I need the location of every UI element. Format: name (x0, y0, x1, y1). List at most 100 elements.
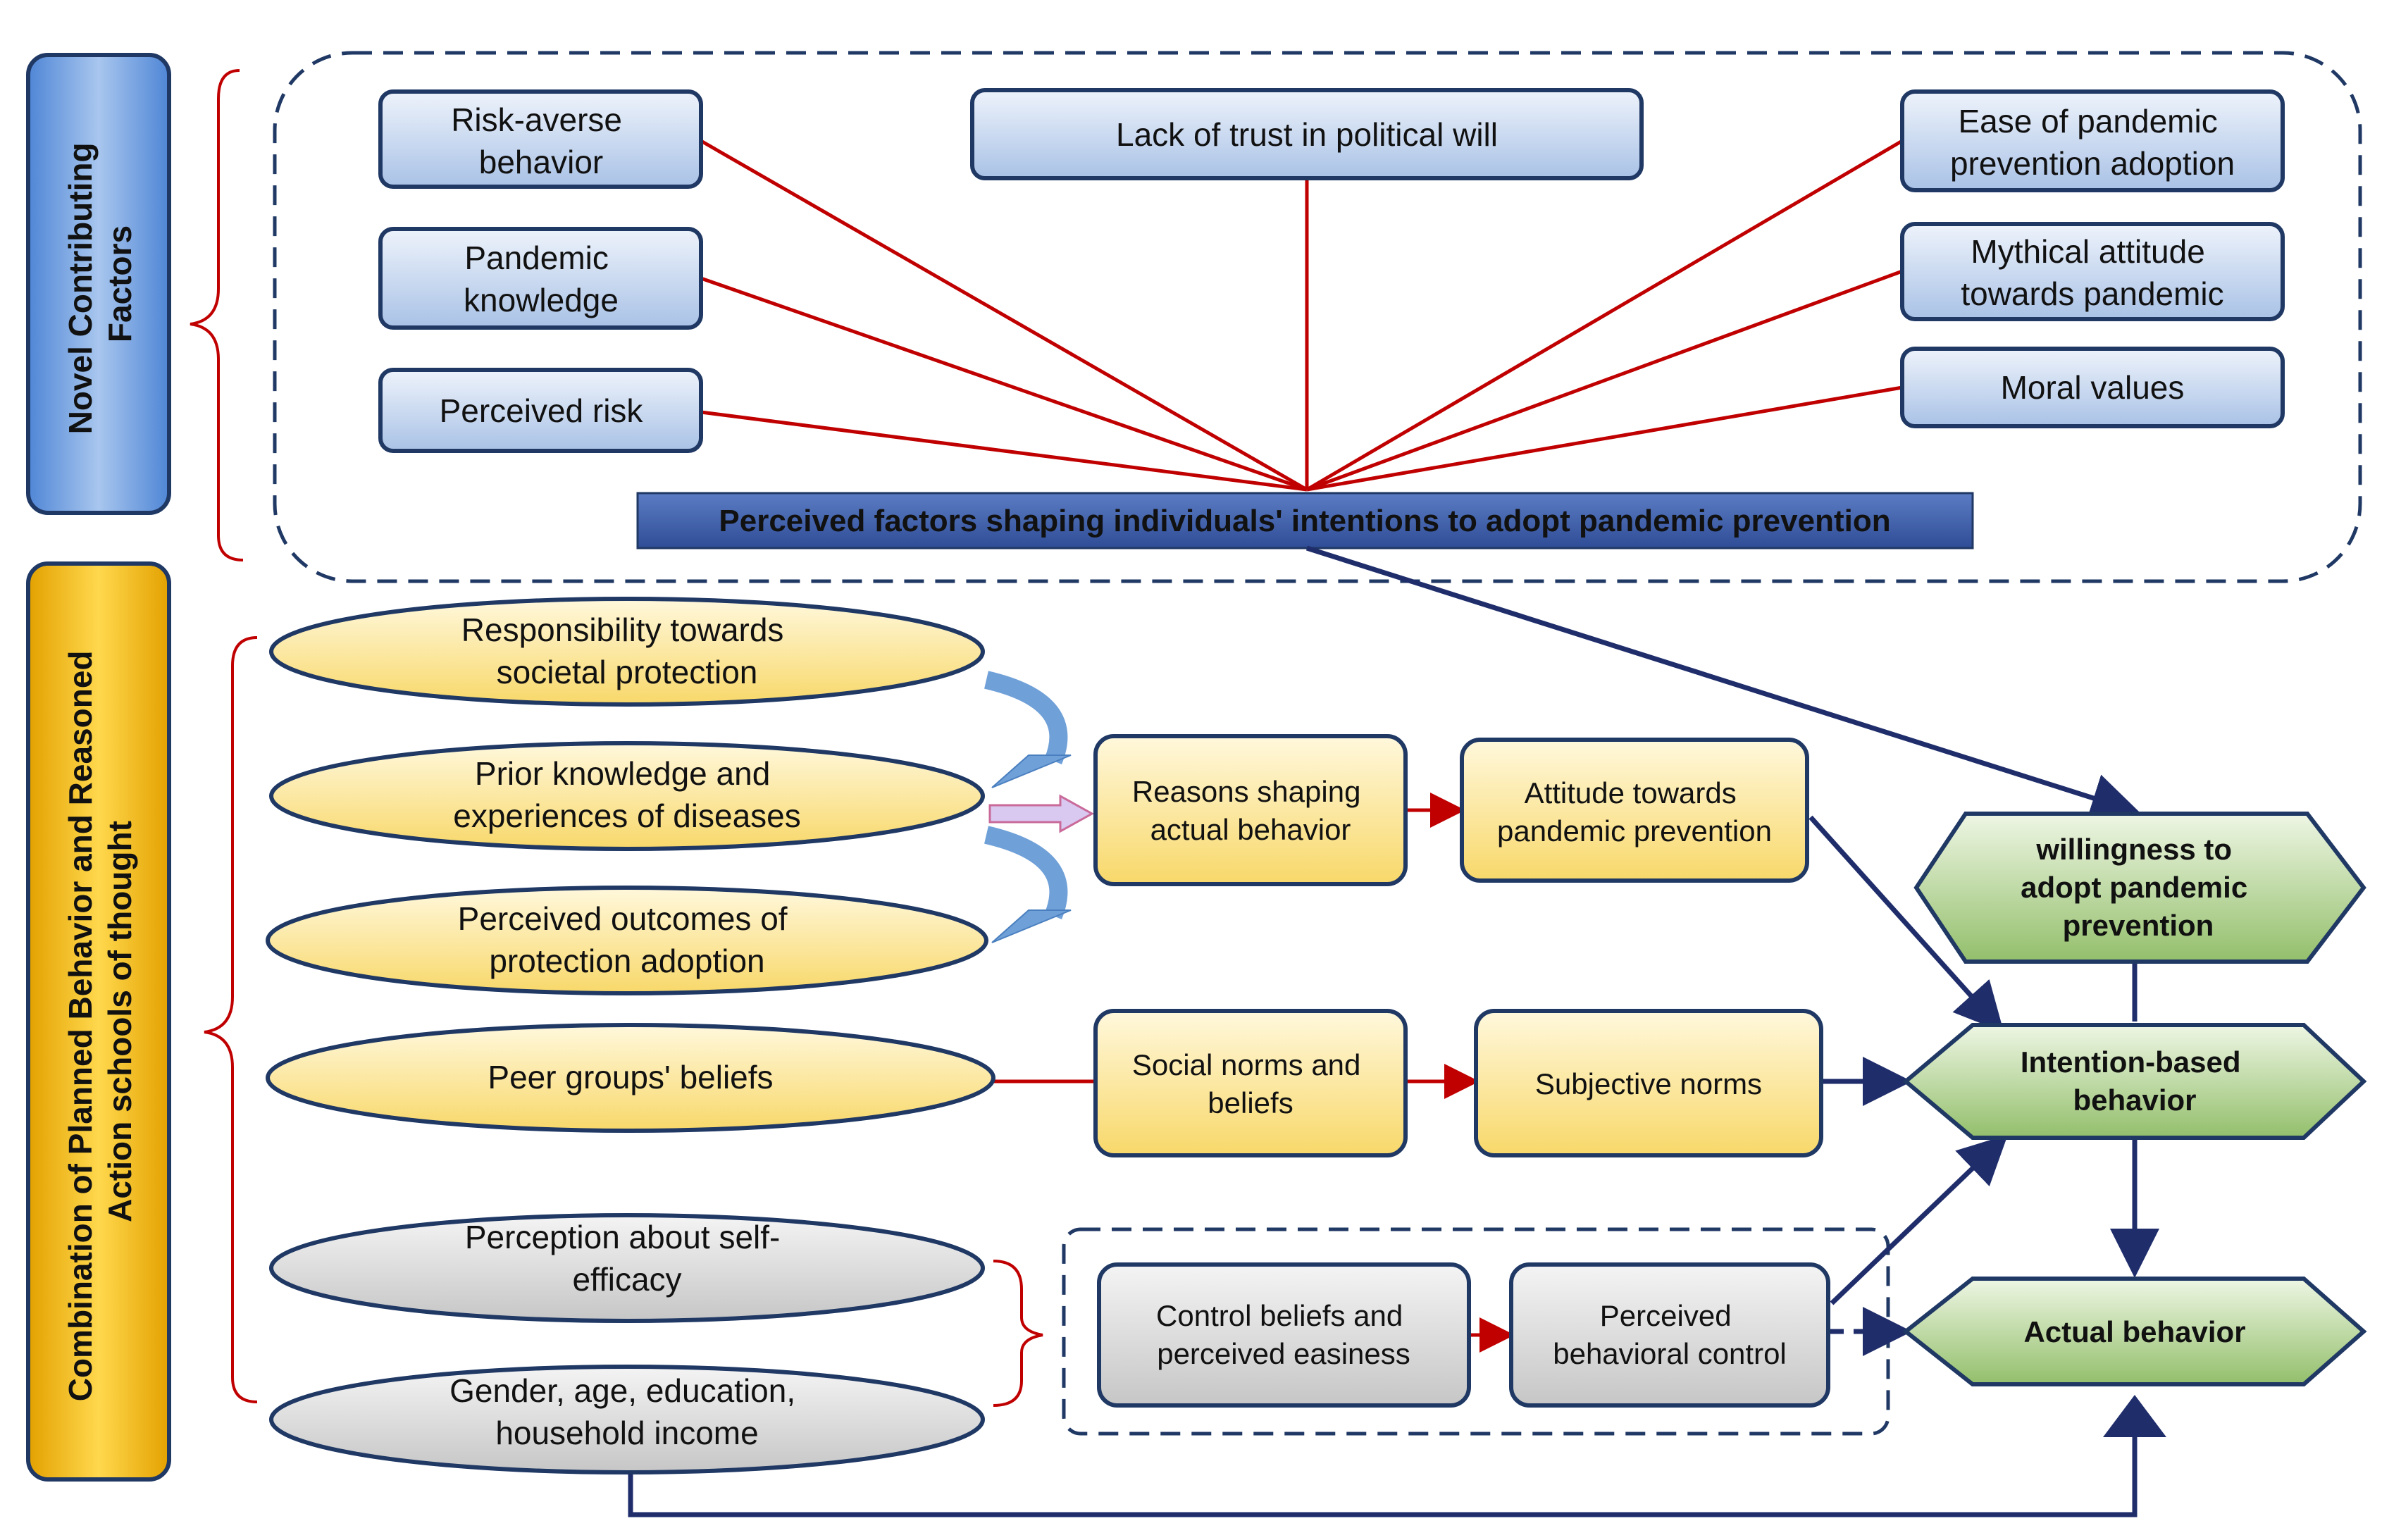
ellipse-peer-groups: Peer groups' beliefs (266, 1023, 995, 1133)
risk-averse-line-2: behavior (479, 144, 603, 180)
curved-arrows (984, 671, 1095, 943)
responsibility-line-2: societal protection (497, 654, 758, 690)
box-perceived-risk: Perceived risk (378, 368, 703, 453)
pandemic-knowledge-line-1: Pandemic (464, 240, 609, 276)
responsibility-line-1: Responsibility towards (461, 611, 784, 648)
novel-brace (190, 69, 244, 561)
svg-text:Control beliefs and perc: Control beliefs and perceived easiness (1156, 1299, 1411, 1370)
combination-brace (204, 636, 258, 1403)
intention-line-1: Intention-based (2021, 1045, 2241, 1079)
svg-text:Perception about self- e: Perception about self- efficacy (465, 1219, 789, 1298)
svg-text:Social norms and beliefs: Social norms and beliefs (1132, 1048, 1369, 1119)
social-norms-line-2: beliefs (1208, 1086, 1293, 1119)
perceived-outcomes-line-2: protection adoption (489, 943, 764, 979)
box-perceived-control: Perceived behavioral control (1509, 1262, 1830, 1408)
ellipse-perceived-outcomes: Perceived outcomes of protection adoptio… (266, 886, 988, 995)
reasons-shaping-line-1: Reasons shaping (1132, 775, 1361, 808)
demographics-to-actual-arrowhead (2103, 1395, 2166, 1437)
attitude-line-2: pandemic prevention (1497, 814, 1772, 847)
ellipse-prior-knowledge: Prior knowledge and experiences of disea… (269, 741, 985, 851)
novel-side-line-2: Factors (101, 225, 138, 342)
perceived-control-line-2: behavioral control (1553, 1337, 1787, 1370)
social-norms-line-1: Social norms and (1132, 1048, 1361, 1081)
box-attitude: Attitude towards pandemic prevention (1460, 738, 1809, 883)
svg-text:Moral values: Moral values (2001, 369, 2185, 406)
hex-willingness: willingness to adopt pandemic prevention (1913, 812, 2366, 964)
self-efficacy-line-2: efficacy (572, 1261, 681, 1298)
svg-text:Lack of trust in political wil: Lack of trust in political will (1116, 116, 1498, 153)
perceived-risk-line-1: Perceived risk (440, 392, 644, 429)
svg-text:Reasons shaping actual b: Reasons shaping actual behavior (1132, 775, 1369, 846)
navy-arrows (628, 545, 2159, 1517)
svg-text:Perceived behavioral con: Perceived behavioral control (1553, 1299, 1787, 1370)
perceived-control-line-1: Perceived (1600, 1299, 1732, 1332)
svg-text:Actual behavior: Actual behavior (2023, 1315, 2245, 1348)
prior-knowledge-line-2: experiences of diseases (453, 797, 801, 834)
ellipse-self-efficacy: Perception about self- efficacy (269, 1213, 985, 1323)
svg-text:Ease of pandemic prevent: Ease of pandemic prevention adoption (1950, 103, 2235, 182)
perceived-outcomes-line-1: Perceived outcomes of (458, 900, 788, 937)
perceived-factors-bar: Perceived factors shaping individuals' i… (636, 492, 1974, 549)
svg-text:Combination of Planned Behavio: Combination of Planned Behavior and Reas… (62, 642, 138, 1402)
mythical-attitude-line-1: Mythical attitude (1971, 233, 2204, 270)
svg-text:Risk-averse behavior: Risk-averse behavior (451, 101, 631, 180)
ellipse-demographics: Gender, age, education, household income (269, 1365, 985, 1474)
actual-line-1: Actual behavior (2023, 1315, 2245, 1348)
novel-side-line-1: Novel Contributing (62, 142, 99, 434)
svg-text:willingness to adopt pan: willingness to adopt pandemic prevention (2021, 833, 2256, 942)
risk-averse-line-1: Risk-averse (451, 101, 622, 138)
efficacy-brace (993, 1260, 1043, 1407)
box-risk-averse: Risk-averse behavior (378, 89, 703, 189)
ease-of-adoption-line-1: Ease of pandemic (1958, 103, 2217, 139)
perceived-factors-text: Perceived factors shaping individuals' i… (719, 504, 1890, 538)
lack-of-trust-line-1: Lack of trust in political will (1116, 116, 1498, 153)
control-beliefs-line-1: Control beliefs and (1156, 1299, 1403, 1332)
svg-text:Gender, age, education,: Gender, age, education, household income (449, 1372, 805, 1451)
box-mythical-attitude: Mythical attitude towards pandemic (1900, 222, 2285, 321)
novel-factors-side-label: Novel Contributing Factors (26, 53, 171, 515)
subjective-norms-line-1: Subjective norms (1535, 1067, 1762, 1100)
box-subjective-norms: Subjective norms (1474, 1009, 1823, 1157)
willingness-line-2: adopt pandemic (2021, 871, 2247, 904)
box-pandemic-knowledge: Pandemic knowledge (378, 227, 703, 330)
svg-text:Peer groups' beliefs: Peer groups' beliefs (488, 1059, 773, 1095)
prior-knowledge-line-1: Prior knowledge and (475, 755, 770, 792)
combination-side-line-2: Action schools of thought (101, 821, 138, 1222)
demographics-line-1: Gender, age, education, (449, 1372, 795, 1409)
willingness-line-3: prevention (2063, 909, 2214, 942)
svg-text:Mythical attitude toward: Mythical attitude towards pandemic (1961, 233, 2223, 312)
mythical-attitude-line-2: towards pandemic (1961, 275, 2223, 312)
box-ease-of-adoption: Ease of pandemic prevention adoption (1900, 89, 2285, 192)
svg-text:Prior knowledge and expe: Prior knowledge and experiences of disea… (453, 755, 801, 834)
control-beliefs-line-2: perceived easiness (1157, 1337, 1410, 1370)
attitude-line-1: Attitude towards (1525, 776, 1737, 809)
red-small-arrows (993, 793, 1515, 1353)
moral-values-line-1: Moral values (2001, 369, 2185, 406)
combination-side-label: Combination of Planned Behavior and Reas… (26, 561, 171, 1482)
intention-line-2: behavior (2073, 1083, 2196, 1117)
box-lack-of-trust: Lack of trust in political will (970, 88, 1644, 180)
peer-groups-line-1: Peer groups' beliefs (488, 1059, 773, 1095)
demographics-line-2: household income (495, 1415, 758, 1451)
ellipse-responsibility: Responsibility towards societal protecti… (269, 597, 985, 707)
svg-text:Novel Contributing Facto: Novel Contributing Factors (62, 134, 138, 435)
svg-text:Intention-based behavior: Intention-based behavior (2021, 1045, 2249, 1117)
box-social-norms: Social norms and beliefs (1093, 1009, 1408, 1157)
svg-text:Pandemic knowledge: Pandemic knowledge (464, 240, 619, 318)
willingness-line-1: willingness to (2035, 833, 2232, 866)
pandemic-knowledge-line-2: knowledge (464, 282, 619, 318)
hex-intention: Intention-based behavior (1902, 1023, 2367, 1140)
hex-actual: Actual behavior (1902, 1277, 2367, 1386)
combination-side-line-1: Combination of Planned Behavior and Reas… (62, 650, 99, 1401)
reasons-shaping-line-2: actual behavior (1150, 813, 1351, 846)
ease-of-adoption-line-2: prevention adoption (1950, 145, 2235, 182)
svg-text:Attitude towards pandemi: Attitude towards pandemic prevention (1497, 776, 1772, 847)
box-control-beliefs: Control beliefs and perceived easiness (1097, 1262, 1471, 1408)
self-efficacy-line-1: Perception about self- (465, 1219, 781, 1255)
svg-text:Perceived outcomes of pr: Perceived outcomes of protection adoptio… (458, 900, 797, 979)
novel-factors-container (273, 51, 2362, 583)
svg-text:Perceived risk: Perceived risk (440, 392, 644, 429)
factor-lines (700, 139, 1904, 492)
box-moral-values: Moral values (1900, 347, 2285, 428)
svg-text:Subjective norms: Subjective norms (1535, 1067, 1762, 1100)
